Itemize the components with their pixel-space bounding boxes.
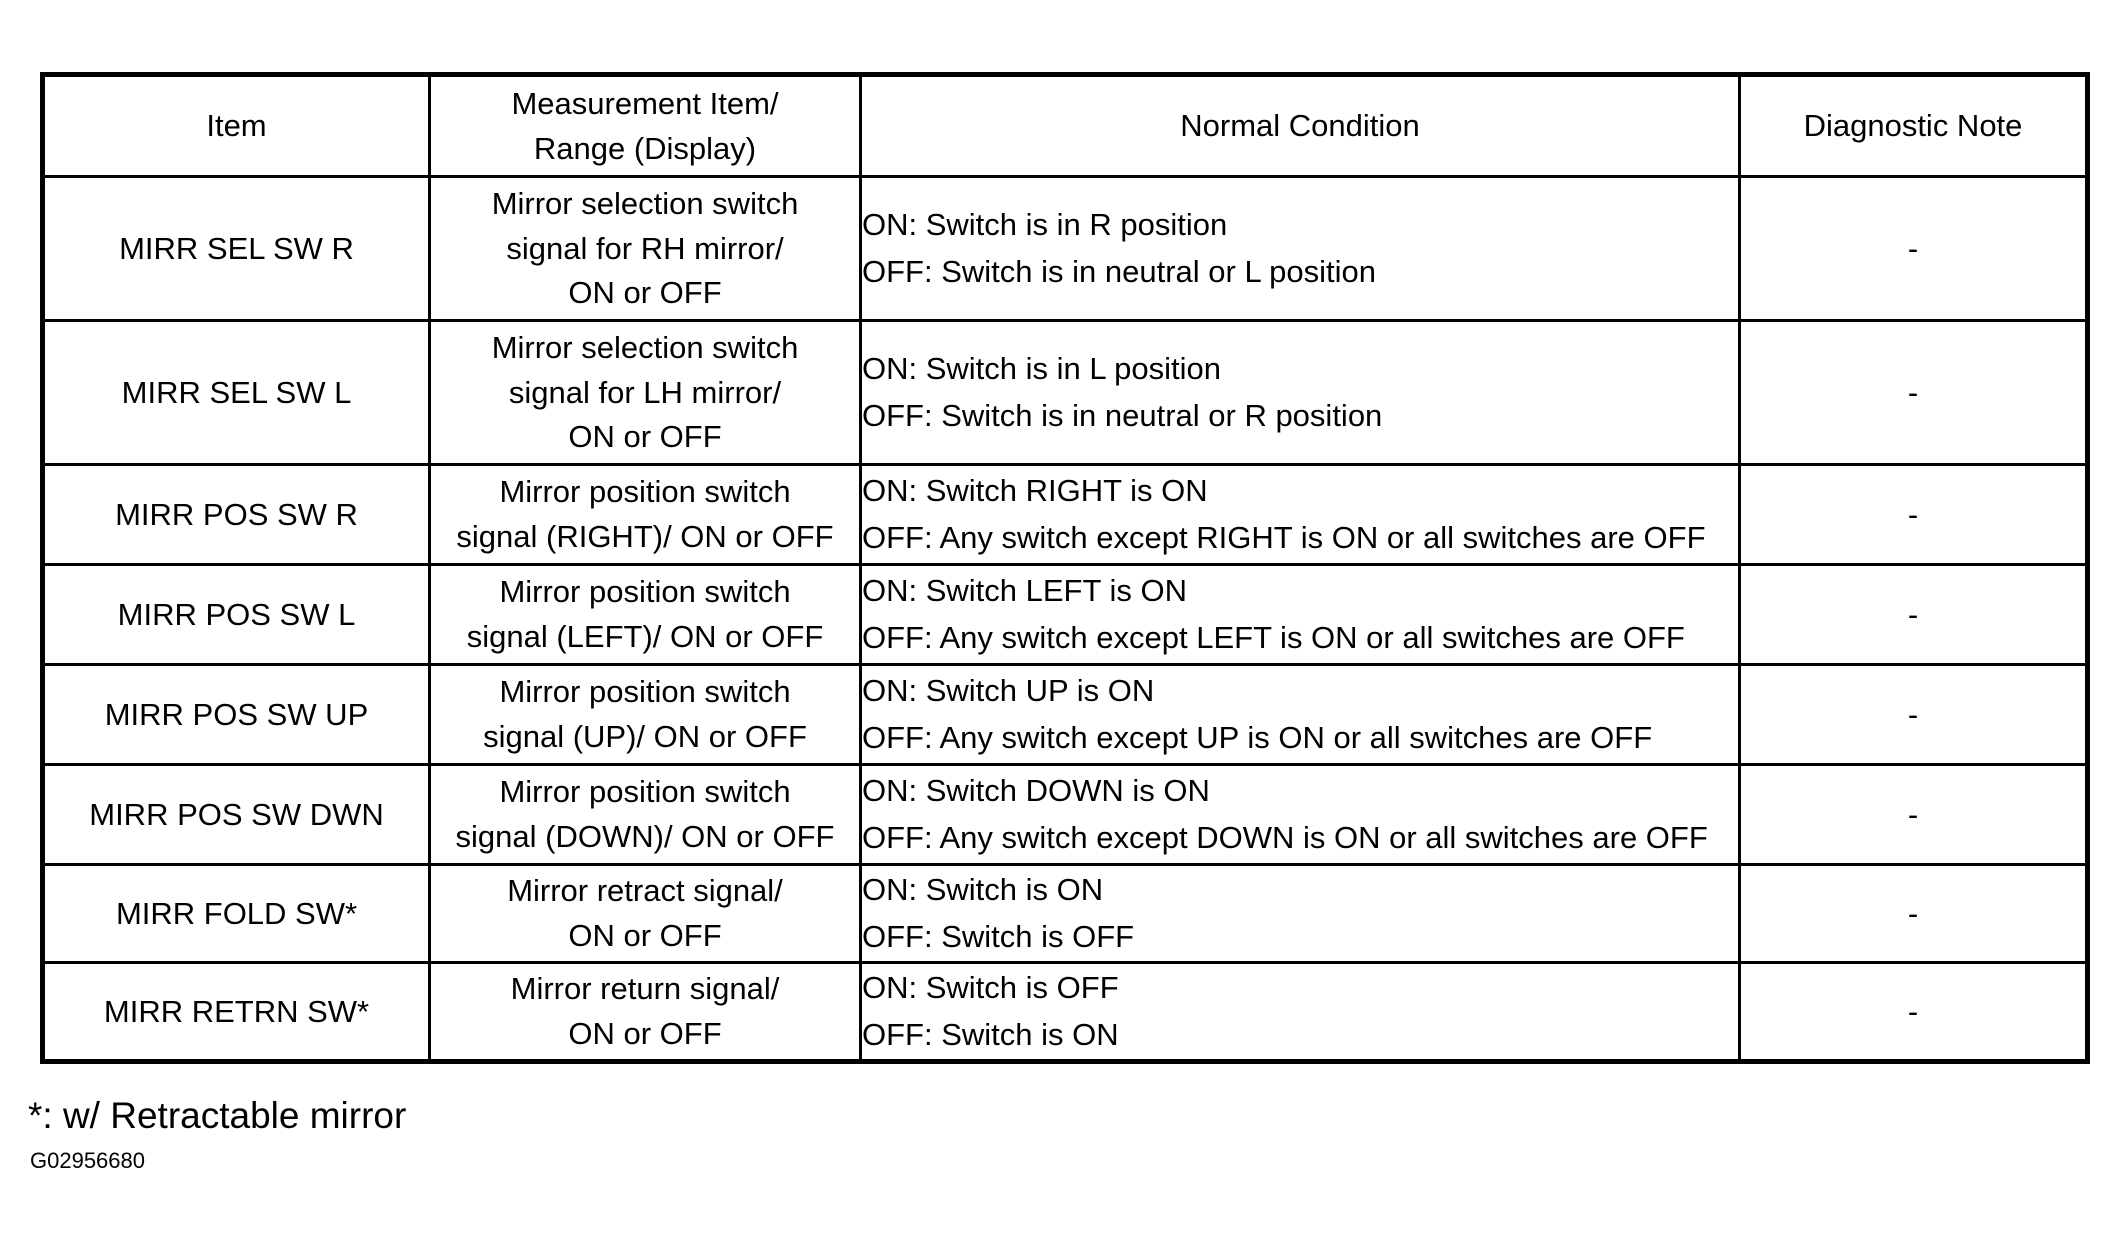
measurement-line: Mirror selection switch	[491, 186, 799, 222]
measurement-line: ON or OFF	[568, 275, 722, 311]
footnote-retractable-mirror: *: w/ Retractable mirror	[28, 1095, 407, 1136]
measurement-line: signal for LH mirror/	[508, 374, 782, 410]
table-row: MIRR SEL SW L Mirror selection switch si…	[41, 319, 2089, 466]
cell-diagnostic-note: -	[1738, 319, 2089, 466]
column-header-measurement-line1: Measurement Item/	[511, 85, 779, 121]
measurement-line: Mirror return signal/	[510, 971, 780, 1007]
table-row: MIRR POS SW L Mirror position switch sig…	[41, 563, 2089, 666]
column-header-normal-condition-line1: Normal Condition	[1180, 108, 1420, 144]
cell-item: MIRR POS SW R	[41, 463, 431, 566]
column-header-diagnostic-note-line1: Diagnostic Note	[1803, 108, 2023, 144]
cell-measurement: Mirror retract signal/ ON or OFF	[428, 863, 862, 964]
condition-line-off: OFF: Any switch except UP is ON or all s…	[862, 720, 1653, 755]
cell-diagnostic-note: -	[1738, 175, 2089, 322]
measurement-line: Mirror position switch	[499, 774, 791, 810]
cell-measurement: Mirror position switch signal (DOWN)/ ON…	[428, 763, 862, 866]
condition-line-off: OFF: Any switch except RIGHT is ON or al…	[862, 520, 1706, 555]
condition-line-on: ON: Switch UP is ON	[862, 673, 1155, 709]
cell-diagnostic-note: -	[1738, 563, 2089, 666]
column-header-normal-condition: Normal Condition	[859, 73, 1741, 178]
column-header-measurement: Measurement Item/ Range (Display)	[428, 73, 862, 178]
table-header: Item Measurement Item/ Range (Display) N…	[41, 73, 2089, 178]
column-header-item-line1: Item	[206, 108, 267, 144]
measurement-line: ON or OFF	[568, 1016, 722, 1051]
condition-line-on: ON: Switch LEFT is ON	[862, 573, 1187, 609]
table-row: MIRR SEL SW R Mirror selection switch si…	[41, 175, 2089, 322]
mirror-switch-spec-table: Item Measurement Item/ Range (Display) N…	[40, 72, 2090, 1064]
cell-diagnostic-note: -	[1738, 463, 2089, 566]
measurement-line: Mirror selection switch	[491, 330, 799, 366]
condition-line-off: OFF: Switch is ON	[862, 1017, 1119, 1052]
measurement-line: signal (UP)/ ON or OFF	[483, 719, 807, 754]
cell-item: MIRR RETRN SW*	[41, 961, 431, 1063]
condition-line-on: ON: Switch is ON	[862, 872, 1104, 908]
cell-normal-condition: ON: Switch is ON OFF: Switch is OFF	[859, 863, 1741, 964]
condition-line-off: OFF: Switch is OFF	[862, 919, 1135, 954]
condition-line-on: ON: Switch is in L position	[862, 351, 1221, 387]
cell-item: MIRR POS SW UP	[41, 663, 431, 766]
cell-diagnostic-note: -	[1738, 763, 2089, 866]
measurement-line: Mirror position switch	[499, 474, 791, 510]
cell-normal-condition: ON: Switch RIGHT is ON OFF: Any switch e…	[859, 463, 1741, 566]
measurement-line: signal (RIGHT)/ ON or OFF	[456, 519, 834, 554]
column-header-item: Item	[41, 73, 431, 178]
table-row: MIRR POS SW DWN Mirror position switch s…	[41, 763, 2089, 866]
cell-measurement: Mirror selection switch signal for RH mi…	[428, 175, 862, 322]
table-row: MIRR RETRN SW* Mirror return signal/ ON …	[41, 961, 2089, 1063]
condition-line-on: ON: Switch DOWN is ON	[862, 773, 1210, 809]
table-body: MIRR SEL SW R Mirror selection switch si…	[41, 175, 2089, 1063]
measurement-line: Mirror position switch	[499, 674, 791, 710]
cell-normal-condition: ON: Switch is in R position OFF: Switch …	[859, 175, 1741, 322]
cell-normal-condition: ON: Switch DOWN is ON OFF: Any switch ex…	[859, 763, 1741, 866]
table-row: MIRR FOLD SW* Mirror retract signal/ ON …	[41, 863, 2089, 964]
measurement-line: signal for RH mirror/	[506, 230, 784, 266]
cell-normal-condition: ON: Switch is in L position OFF: Switch …	[859, 319, 1741, 466]
cell-measurement: Mirror return signal/ ON or OFF	[428, 961, 862, 1063]
cell-diagnostic-note: -	[1738, 663, 2089, 766]
cell-item: MIRR FOLD SW*	[41, 863, 431, 964]
cell-item: MIRR POS SW L	[41, 563, 431, 666]
measurement-line: signal (DOWN)/ ON or OFF	[455, 819, 835, 854]
cell-diagnostic-note: -	[1738, 863, 2089, 964]
column-header-diagnostic-note: Diagnostic Note	[1738, 73, 2089, 178]
measurement-line: Mirror position switch	[499, 574, 791, 610]
cell-item: MIRR SEL SW L	[41, 319, 431, 466]
table-row: MIRR POS SW UP Mirror position switch si…	[41, 663, 2089, 766]
measurement-line: Mirror retract signal/	[507, 873, 783, 909]
table-row: MIRR POS SW R Mirror position switch sig…	[41, 463, 2089, 566]
measurement-line: ON or OFF	[568, 419, 722, 455]
condition-line-off: OFF: Switch is in neutral or R position	[862, 398, 1383, 433]
condition-line-on: ON: Switch RIGHT is ON	[862, 473, 1208, 509]
cell-normal-condition: ON: Switch UP is ON OFF: Any switch exce…	[859, 663, 1741, 766]
cell-normal-condition: ON: Switch is OFF OFF: Switch is ON	[859, 961, 1741, 1063]
cell-normal-condition: ON: Switch LEFT is ON OFF: Any switch ex…	[859, 563, 1741, 666]
condition-line-off: OFF: Switch is in neutral or L position	[862, 254, 1376, 289]
condition-line-off: OFF: Any switch except LEFT is ON or all…	[862, 620, 1685, 655]
measurement-line: signal (LEFT)/ ON or OFF	[466, 619, 824, 654]
cell-measurement: Mirror position switch signal (LEFT)/ ON…	[428, 563, 862, 666]
condition-line-on: ON: Switch is in R position	[862, 207, 1228, 243]
cell-item: MIRR SEL SW R	[41, 175, 431, 322]
condition-line-on: ON: Switch is OFF	[862, 970, 1119, 1006]
measurement-line: ON or OFF	[568, 918, 722, 953]
table-header-row: Item Measurement Item/ Range (Display) N…	[41, 73, 2089, 178]
condition-line-off: OFF: Any switch except DOWN is ON or all…	[862, 820, 1708, 855]
cell-measurement: Mirror position switch signal (RIGHT)/ O…	[428, 463, 862, 566]
cell-item: MIRR POS SW DWN	[41, 763, 431, 866]
cell-measurement: Mirror position switch signal (UP)/ ON o…	[428, 663, 862, 766]
cell-diagnostic-note: -	[1738, 961, 2089, 1063]
column-header-measurement-line2: Range (Display)	[533, 130, 757, 166]
cell-measurement: Mirror selection switch signal for LH mi…	[428, 319, 862, 466]
figure-code: G02956680	[30, 1148, 145, 1173]
